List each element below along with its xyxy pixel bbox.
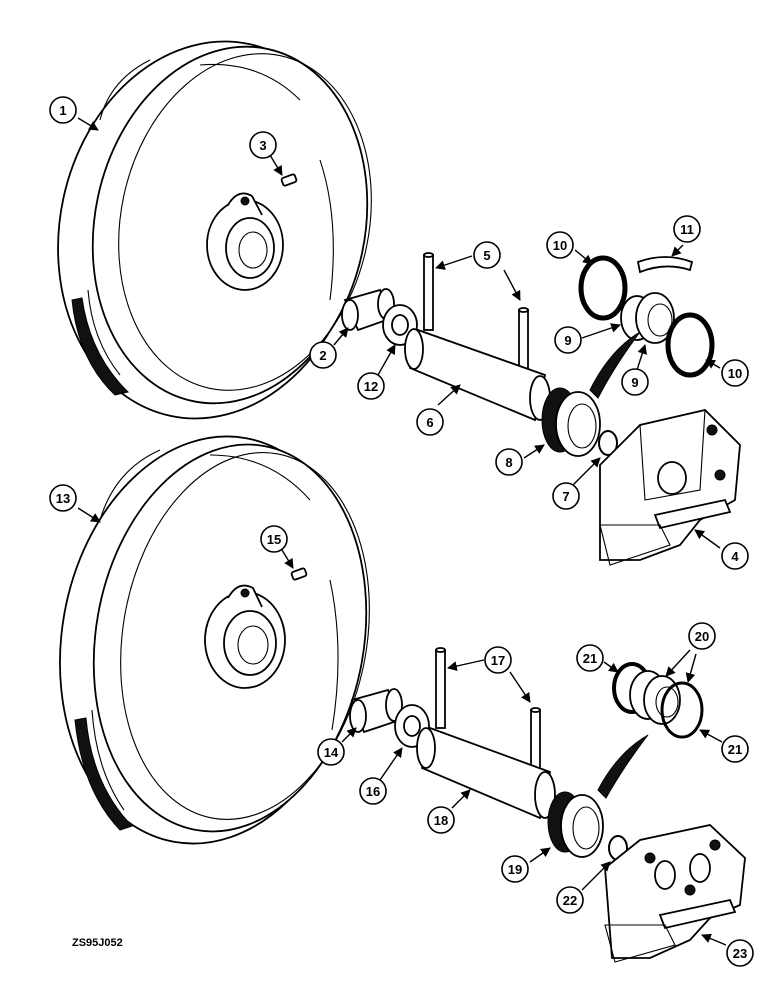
explode-wedge-upper bbox=[589, 331, 641, 399]
callout-12: 12 bbox=[357, 372, 385, 400]
leader-21b bbox=[699, 729, 723, 743]
leader-3 bbox=[269, 154, 283, 176]
svg-text:2: 2 bbox=[319, 348, 326, 363]
leader-9a bbox=[581, 323, 621, 339]
leader-22 bbox=[581, 861, 611, 891]
leader-20a bbox=[665, 649, 691, 677]
callout-18: 18 bbox=[427, 806, 455, 834]
callout-1: 1 bbox=[49, 96, 77, 124]
callout-17: 17 bbox=[484, 646, 512, 674]
svg-text:6: 6 bbox=[426, 415, 433, 430]
explode-wedge-lower bbox=[597, 734, 649, 799]
callout-16: 16 bbox=[359, 777, 387, 805]
svg-text:13: 13 bbox=[56, 491, 70, 506]
leader-18 bbox=[451, 789, 471, 809]
svg-text:17: 17 bbox=[491, 653, 505, 668]
callout-9b: 9 bbox=[621, 368, 649, 396]
svg-text:1: 1 bbox=[59, 103, 66, 118]
svg-text:19: 19 bbox=[508, 862, 522, 877]
leader-2 bbox=[333, 327, 349, 346]
callout-7: 7 bbox=[552, 482, 580, 510]
svg-text:14: 14 bbox=[324, 745, 339, 760]
callout-8: 8 bbox=[495, 448, 523, 476]
leader-11 bbox=[671, 244, 684, 257]
svg-text:10: 10 bbox=[553, 238, 567, 253]
shaft-upper bbox=[404, 328, 551, 422]
svg-text:3: 3 bbox=[259, 138, 266, 153]
svg-text:20: 20 bbox=[695, 629, 709, 644]
leader-8 bbox=[523, 444, 545, 459]
leader-5b bbox=[503, 269, 521, 301]
svg-text:21: 21 bbox=[583, 651, 597, 666]
leader-14 bbox=[341, 727, 357, 743]
idler-wheel-lower bbox=[59, 435, 370, 845]
leader-10b bbox=[705, 359, 721, 369]
svg-text:8: 8 bbox=[505, 455, 512, 470]
callout-6: 6 bbox=[416, 408, 444, 436]
bearing-bracket-upper bbox=[599, 409, 741, 566]
callout-21a: 21 bbox=[576, 644, 604, 672]
leader-5a bbox=[435, 255, 473, 270]
svg-text:11: 11 bbox=[680, 222, 694, 237]
callout-13: 13 bbox=[49, 484, 77, 512]
callout-15: 15 bbox=[260, 525, 288, 553]
leader-15 bbox=[281, 549, 294, 569]
leader-4 bbox=[694, 529, 721, 549]
leader-13 bbox=[77, 507, 101, 523]
shim-plate bbox=[636, 256, 694, 274]
svg-text:18: 18 bbox=[434, 813, 448, 828]
callout-11: 11 bbox=[673, 215, 701, 243]
svg-text:22: 22 bbox=[563, 893, 577, 908]
callout-10a: 10 bbox=[546, 231, 574, 259]
spring-pins-upper bbox=[423, 252, 529, 381]
leader-16 bbox=[379, 747, 403, 781]
svg-text:10: 10 bbox=[728, 366, 742, 381]
callout-22: 22 bbox=[556, 886, 584, 914]
leader-20b bbox=[685, 653, 697, 683]
svg-text:5: 5 bbox=[483, 248, 490, 263]
callout-10b: 10 bbox=[721, 359, 749, 387]
callout-21b: 21 bbox=[721, 735, 749, 763]
leader-9b bbox=[636, 344, 647, 371]
leader-12 bbox=[377, 344, 396, 376]
leader-7 bbox=[572, 457, 601, 486]
o-ring-upper bbox=[598, 430, 618, 456]
callout-2: 2 bbox=[309, 341, 337, 369]
floating-seal-set-upper bbox=[578, 255, 715, 378]
leader-10a bbox=[574, 249, 593, 265]
leader-17a bbox=[447, 659, 485, 671]
svg-text:7: 7 bbox=[562, 489, 569, 504]
svg-text:12: 12 bbox=[364, 379, 378, 394]
floating-seal-set-lower bbox=[612, 662, 704, 739]
callout-5: 5 bbox=[473, 241, 501, 269]
seal-assembly-lower bbox=[547, 791, 604, 858]
leader-17b bbox=[509, 671, 531, 703]
callout-19: 19 bbox=[501, 855, 529, 883]
leader-23 bbox=[701, 933, 727, 946]
callout-23: 23 bbox=[726, 939, 754, 967]
svg-text:9: 9 bbox=[631, 375, 638, 390]
seal-assembly-upper bbox=[541, 387, 601, 457]
leader-21a bbox=[603, 661, 619, 673]
callout-20: 20 bbox=[688, 622, 716, 650]
callout-14: 14 bbox=[317, 738, 345, 766]
leader-1 bbox=[77, 117, 99, 131]
callout-9a: 9 bbox=[554, 326, 582, 354]
figure-reference-code: ZS95J052 bbox=[72, 937, 123, 949]
callout-3: 3 bbox=[249, 131, 277, 159]
bearing-bracket-lower bbox=[604, 824, 746, 963]
svg-text:15: 15 bbox=[267, 532, 281, 547]
svg-text:4: 4 bbox=[731, 549, 739, 564]
svg-text:16: 16 bbox=[366, 784, 380, 799]
svg-text:23: 23 bbox=[733, 946, 747, 961]
leader-19 bbox=[529, 847, 551, 863]
callout-4: 4 bbox=[721, 542, 749, 570]
idler-wheel-upper bbox=[57, 40, 372, 420]
leader-6 bbox=[437, 384, 461, 406]
svg-text:9: 9 bbox=[564, 333, 571, 348]
svg-text:21: 21 bbox=[728, 742, 742, 757]
